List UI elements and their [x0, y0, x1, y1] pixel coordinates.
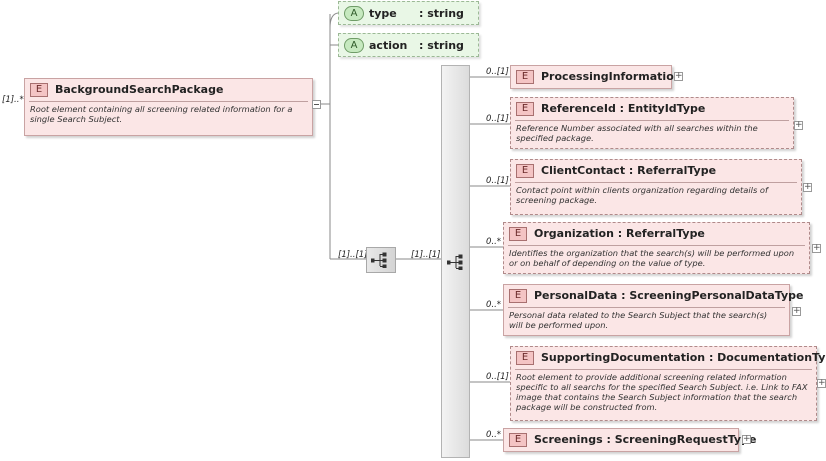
expand-plus-icon[interactable]: +	[812, 243, 821, 253]
element-title: PersonalData : ScreeningPersonalDataType	[534, 289, 804, 302]
element-badge: E	[509, 433, 527, 447]
sequence-outer-cardinality: [1]..[1]	[338, 250, 368, 260]
expand-plus-icon[interactable]: +	[817, 378, 826, 388]
element-description: Contact point within clients organizatio…	[516, 185, 768, 205]
child-cardinality: 0..[1]	[486, 372, 509, 382]
root-element-name: BackgroundSearchPackage	[55, 83, 224, 96]
root-element-description: Root element containing all screening re…	[30, 104, 293, 124]
element-badge: E	[509, 289, 527, 303]
expand-plus-icon[interactable]: +	[792, 306, 801, 316]
element-badge: E	[516, 102, 534, 116]
element-description: Reference Number associated with all sea…	[516, 123, 758, 143]
element-title: ClientContact : ReferralType	[541, 164, 717, 177]
sequence-compositor-icon	[447, 254, 463, 270]
sequence-inner-cardinality: [1]..[1]	[411, 250, 441, 260]
child-cardinality: 0..[1]	[486, 67, 509, 77]
element-organization[interactable]: E Organization : ReferralType Identifies…	[503, 222, 810, 274]
element-screenings[interactable]: E Screenings : ScreeningRequestType	[503, 428, 756, 452]
element-reference-id[interactable]: E ReferenceId : EntityIdType Reference N…	[510, 97, 794, 149]
expand-plus-icon[interactable]: +	[803, 182, 812, 192]
sequence-compositor-icon	[371, 252, 387, 268]
element-title: SupportingDocumentation : DocumentationT…	[541, 351, 826, 364]
child-cardinality: 0..*	[486, 237, 502, 247]
attribute-action[interactable]: A action : string	[338, 33, 479, 57]
sequence-bar[interactable]	[441, 65, 470, 458]
attribute-datatype: : string	[419, 39, 464, 52]
attribute-badge: A	[344, 38, 364, 53]
element-badge: E	[509, 227, 527, 241]
attribute-datatype: : string	[419, 7, 464, 20]
expand-plus-icon[interactable]: +	[742, 434, 751, 444]
element-description: Root element to provide additional scree…	[516, 372, 808, 412]
root-element-box[interactable]: E BackgroundSearchPackage Root element c…	[24, 78, 313, 136]
expand-plus-icon[interactable]: +	[794, 120, 803, 130]
element-title: ProcessingInformation	[541, 70, 682, 83]
element-description: Identifies the organization that the sea…	[509, 248, 795, 268]
element-title: ReferenceId : EntityIdType	[541, 102, 706, 115]
child-cardinality: 0..[1]	[486, 176, 509, 186]
collapse-minus-icon[interactable]	[312, 100, 321, 109]
expand-plus-icon[interactable]: +	[674, 71, 683, 81]
child-cardinality: 0..*	[486, 430, 502, 440]
element-badge: E	[30, 83, 48, 97]
element-title: Organization : ReferralType	[534, 227, 705, 240]
element-title: Screenings : ScreeningRequestType	[534, 433, 757, 446]
root-cardinality: [1]..*	[2, 95, 24, 105]
element-description: Personal data related to the Search Subj…	[509, 310, 768, 330]
element-personal-data[interactable]: E PersonalData : ScreeningPersonalDataTy…	[503, 284, 803, 336]
attribute-name: action	[369, 39, 408, 52]
element-badge: E	[516, 351, 534, 365]
element-processing-information[interactable]: E ProcessingInformation	[510, 65, 682, 89]
attribute-type[interactable]: A type : string	[338, 1, 479, 25]
attribute-badge: A	[344, 6, 364, 21]
element-supporting-documentation[interactable]: E SupportingDocumentation : Documentatio…	[510, 346, 826, 421]
element-client-contact[interactable]: E ClientContact : ReferralType Contact p…	[510, 159, 802, 215]
child-cardinality: 0..*	[486, 300, 502, 310]
element-badge: E	[516, 164, 534, 178]
attribute-name: type	[369, 7, 397, 20]
element-badge: E	[516, 70, 534, 84]
sequence-compositor[interactable]	[366, 247, 396, 273]
child-cardinality: 0..[1]	[486, 114, 509, 124]
